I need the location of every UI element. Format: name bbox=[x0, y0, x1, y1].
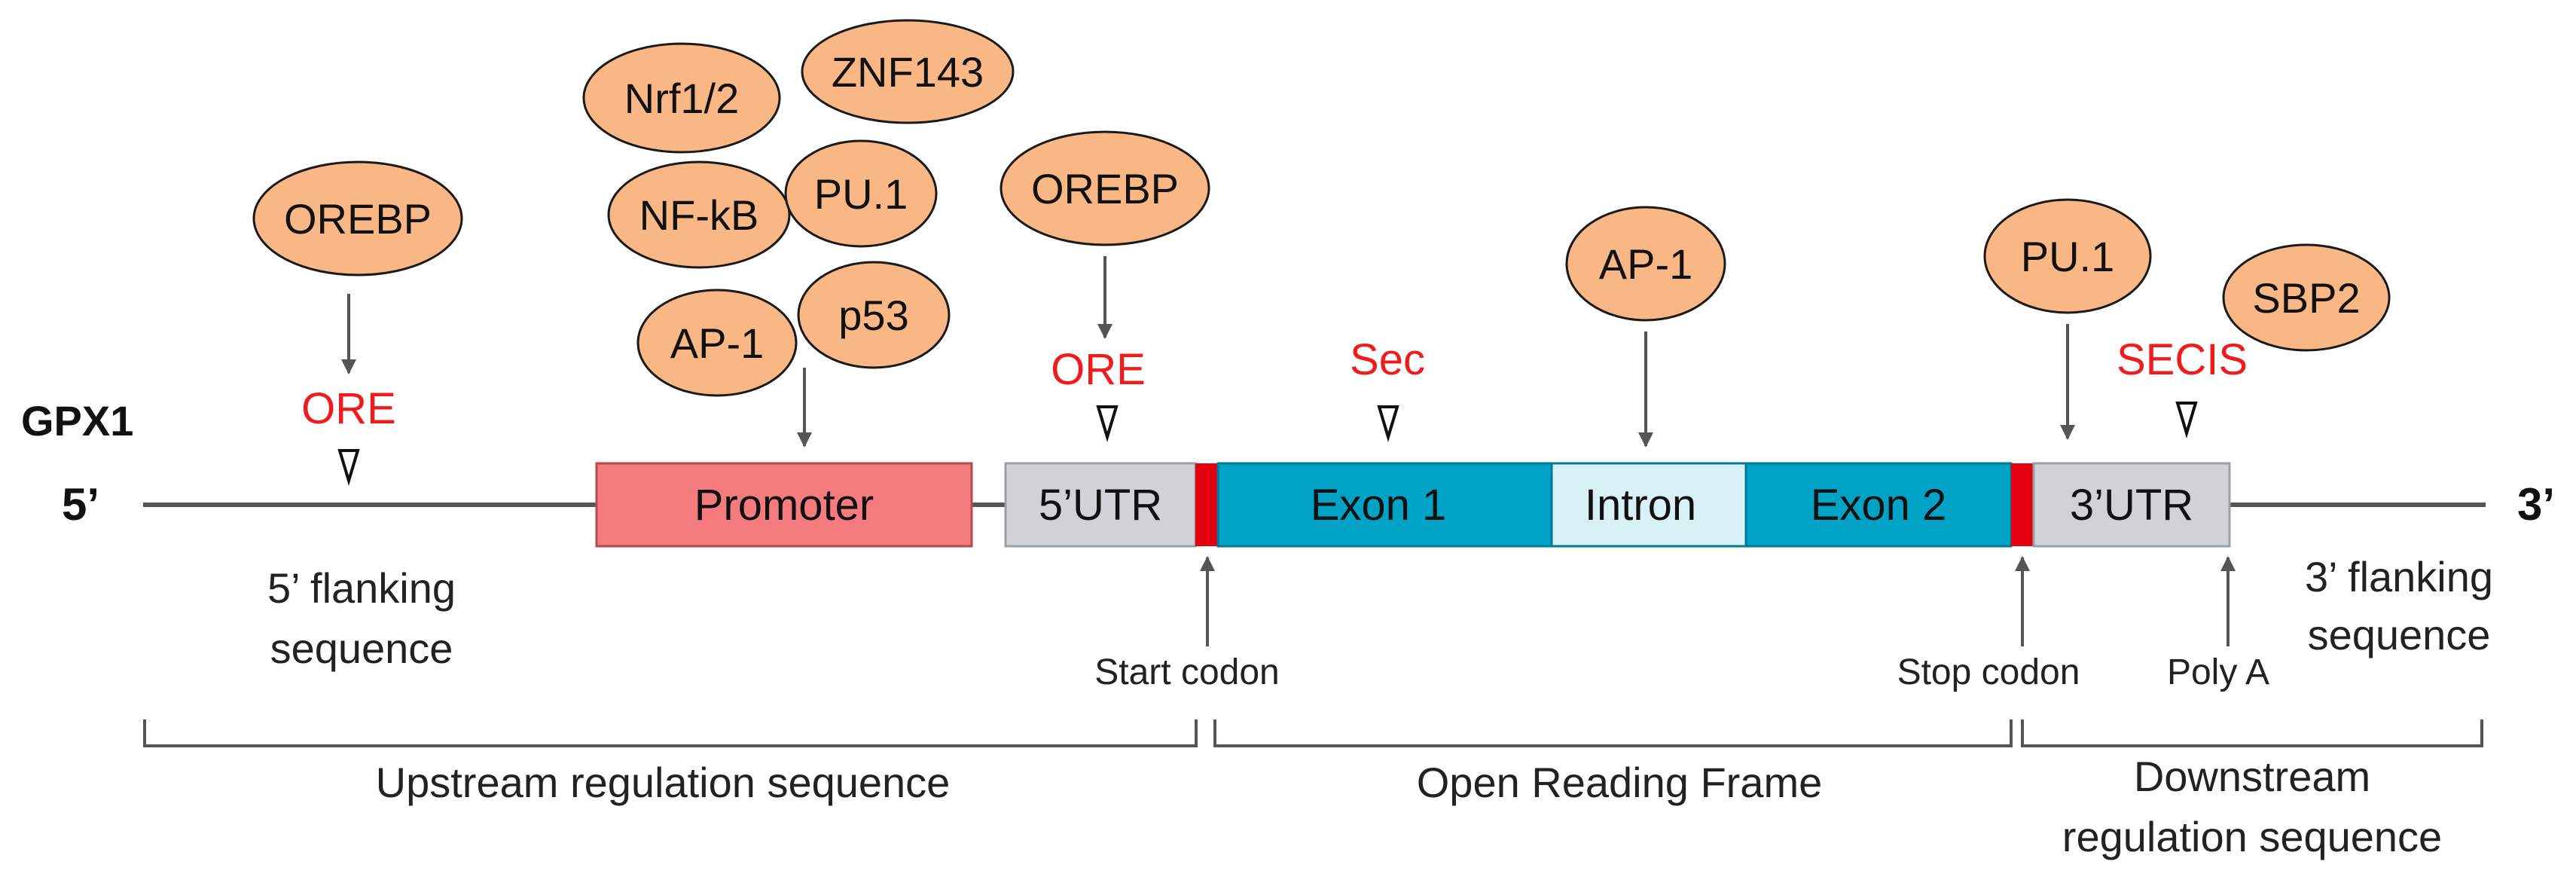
factor-oval bbox=[252, 160, 463, 276]
factor-oval bbox=[797, 261, 951, 369]
upstream-region-label: Upstream regulation sequence bbox=[376, 759, 951, 806]
factor-oval bbox=[784, 139, 938, 248]
exon1-label: Exon 1 bbox=[1311, 481, 1447, 530]
five-prime-end: 5’ bbox=[62, 479, 99, 530]
factor-label: PU.1 bbox=[814, 170, 908, 218]
factor-oval bbox=[636, 289, 798, 397]
flank3-line2: sequence bbox=[2308, 611, 2491, 658]
factor-znf143: ZNF143 bbox=[801, 19, 1015, 124]
factor-label: ZNF143 bbox=[832, 48, 984, 96]
intron-label: Intron bbox=[1585, 481, 1696, 530]
factor-nrf: Nrf1/2 bbox=[582, 42, 781, 154]
factor-p53: p53 bbox=[797, 261, 951, 369]
factor-label: SBP2 bbox=[2252, 274, 2360, 322]
secis-marker-icon bbox=[2175, 402, 2198, 438]
utr5-label: 5’UTR bbox=[1039, 481, 1162, 530]
factor-label: Nrf1/2 bbox=[624, 75, 740, 122]
ore-left-marker-icon bbox=[337, 449, 360, 486]
gene-label: GPX1 bbox=[21, 397, 133, 444]
factor-label: AP-1 bbox=[1599, 240, 1693, 288]
factor-pu1-promoter: PU.1 bbox=[784, 139, 938, 248]
utr5-segment bbox=[1004, 462, 1197, 548]
factor-label: OREBP bbox=[284, 195, 432, 243]
factor-label: AP-1 bbox=[670, 319, 765, 367]
sec-marker-icon bbox=[1377, 405, 1399, 442]
secis-label: SECIS bbox=[2117, 335, 2248, 384]
factor-oval bbox=[1000, 130, 1210, 246]
factor-orebp-utr: OREBP bbox=[1000, 130, 1210, 246]
factor-orebp-left: OREBP bbox=[252, 160, 463, 276]
factor-oval bbox=[607, 160, 791, 269]
three-prime-end: 3’ bbox=[2517, 479, 2555, 530]
poly-a-label: Poly A bbox=[2167, 652, 2269, 692]
exon1-segment bbox=[1216, 462, 1553, 548]
promoter-segment bbox=[595, 462, 973, 548]
orf-bracket bbox=[1213, 719, 2013, 747]
factor-nfkb: NF-kB bbox=[607, 160, 791, 269]
ore-left-label: ORE bbox=[301, 384, 396, 433]
factor-oval bbox=[801, 19, 1015, 124]
utr3-segment bbox=[2032, 462, 2231, 548]
stop-codon-label: Stop codon bbox=[1897, 652, 2080, 692]
factor-oval bbox=[1983, 198, 2152, 314]
ore-utr-marker-icon bbox=[1096, 405, 1119, 442]
downstream-region-line2: regulation sequence bbox=[2062, 813, 2442, 860]
start-codon-mark bbox=[1195, 463, 1218, 546]
factor-label: PU.1 bbox=[2021, 233, 2115, 280]
sec-label: Sec bbox=[1350, 335, 1425, 384]
factor-sbp2: SBP2 bbox=[2222, 243, 2391, 352]
factor-oval bbox=[582, 42, 781, 154]
factor-ap1-intron: AP-1 bbox=[1565, 206, 1726, 322]
promoter-label: Promoter bbox=[694, 481, 874, 530]
start-codon-label: Start codon bbox=[1094, 652, 1279, 692]
factor-label: OREBP bbox=[1031, 165, 1179, 212]
factor-label: NF-kB bbox=[639, 191, 759, 239]
flank5-line1: 5’ flanking bbox=[267, 564, 456, 612]
utr3-label: 3’UTR bbox=[2070, 481, 2193, 530]
factor-ap1-promoter: AP-1 bbox=[636, 289, 798, 397]
ore-utr-label: ORE bbox=[1051, 345, 1146, 394]
factor-label: p53 bbox=[838, 292, 908, 339]
flank3-line1: 3’ flanking bbox=[2305, 553, 2493, 600]
flank5-line2: sequence bbox=[270, 625, 453, 672]
orf-region-label: Open Reading Frame bbox=[1417, 759, 1823, 806]
factor-pu1-utr3: PU.1 bbox=[1983, 198, 2152, 314]
factor-oval bbox=[2222, 243, 2391, 352]
stop-codon-mark bbox=[2011, 463, 2034, 546]
downstream-bracket bbox=[2021, 719, 2483, 747]
factor-oval bbox=[1565, 206, 1726, 322]
upstream-bracket bbox=[143, 719, 1198, 747]
downstream-region-line1: Downstream bbox=[2134, 753, 2370, 800]
exon2-label: Exon 2 bbox=[1811, 481, 1947, 530]
